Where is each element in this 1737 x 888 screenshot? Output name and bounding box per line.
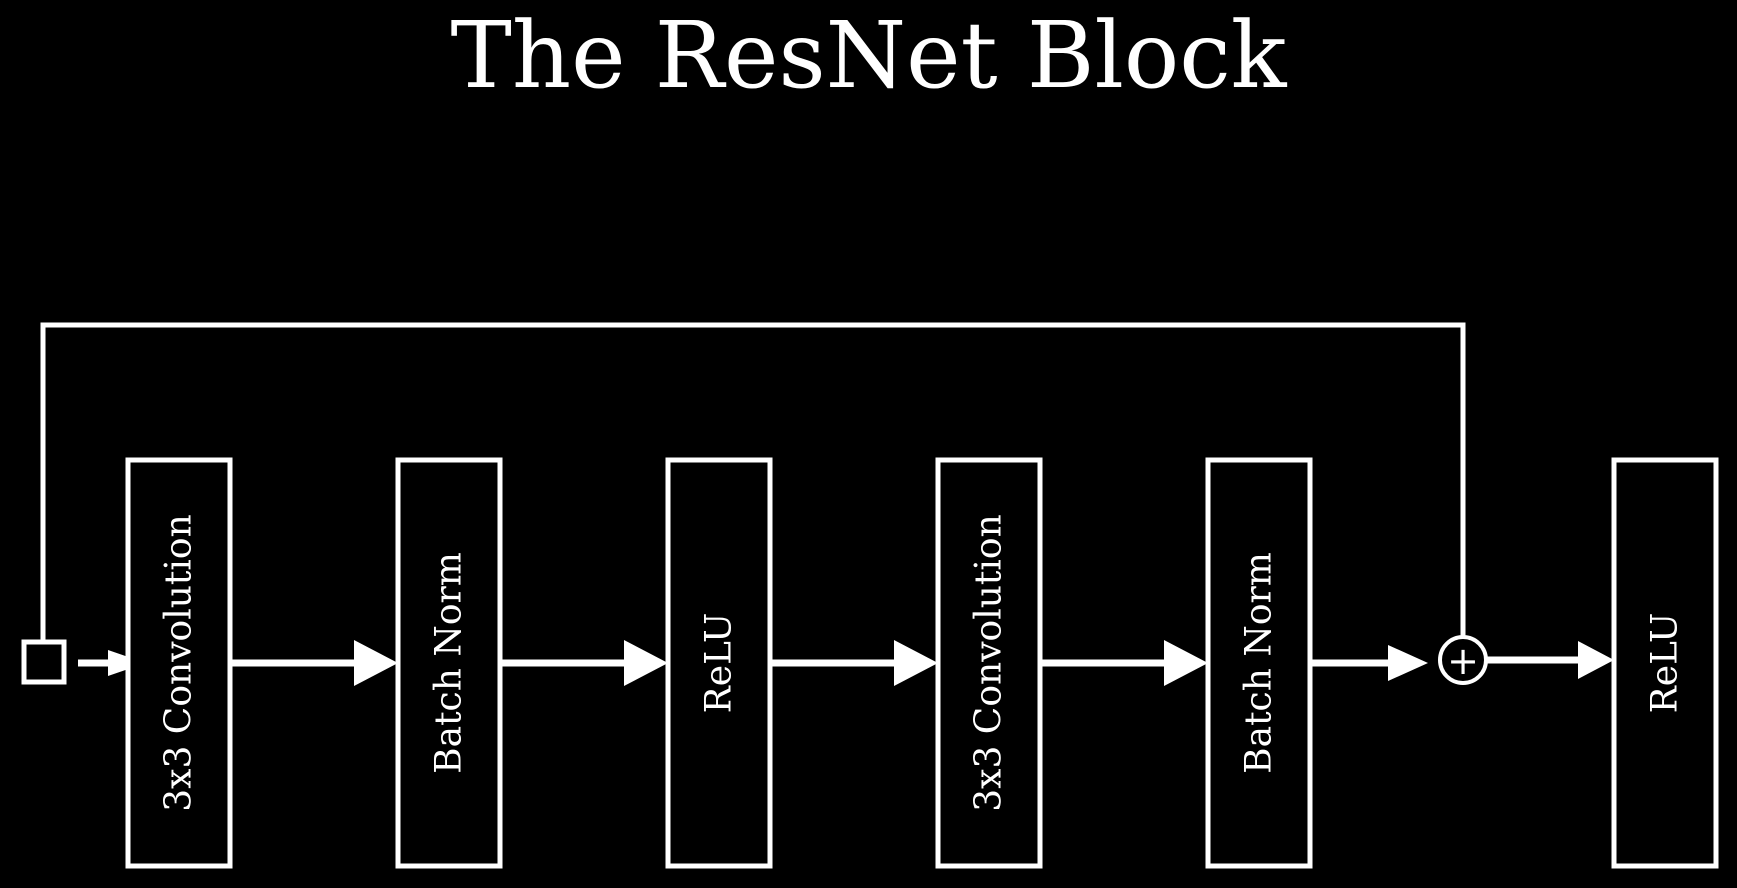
- block-relu2: ReLU: [1611, 457, 1719, 869]
- block-conv2: 3x3 Convolution: [935, 457, 1043, 869]
- block-conv1-label: 3x3 Convolution: [159, 514, 200, 812]
- diagram-title: The ResNet Block: [450, 2, 1287, 109]
- block-batchnorm1: Batch Norm: [395, 457, 503, 869]
- arrow-relu1-to-conv2: [770, 640, 938, 686]
- add-symbol: +: [1447, 639, 1479, 683]
- input-node: [21, 639, 67, 685]
- arrow-add-to-relu2: [1486, 641, 1614, 679]
- add-node: +: [1438, 635, 1488, 685]
- arrow-bn2-to-add: [1310, 645, 1428, 681]
- arrow-bn1-to-relu1: [500, 640, 668, 686]
- block-relu2-label: ReLU: [1645, 613, 1686, 714]
- block-conv2-label: 3x3 Convolution: [969, 514, 1010, 812]
- add-circle-icon: [1438, 635, 1488, 685]
- block-batchnorm2-label: Batch Norm: [1239, 552, 1280, 774]
- arrow-conv2-to-bn2: [1040, 640, 1208, 686]
- arrow-conv1-to-bn1: [230, 640, 398, 686]
- block-relu1: ReLU: [665, 457, 773, 869]
- block-conv1: 3x3 Convolution: [125, 457, 233, 869]
- block-batchnorm1-label: Batch Norm: [429, 552, 470, 774]
- skip-connection-line: [40, 322, 1466, 663]
- block-batchnorm2: Batch Norm: [1205, 457, 1313, 869]
- block-relu1-label: ReLU: [699, 613, 740, 714]
